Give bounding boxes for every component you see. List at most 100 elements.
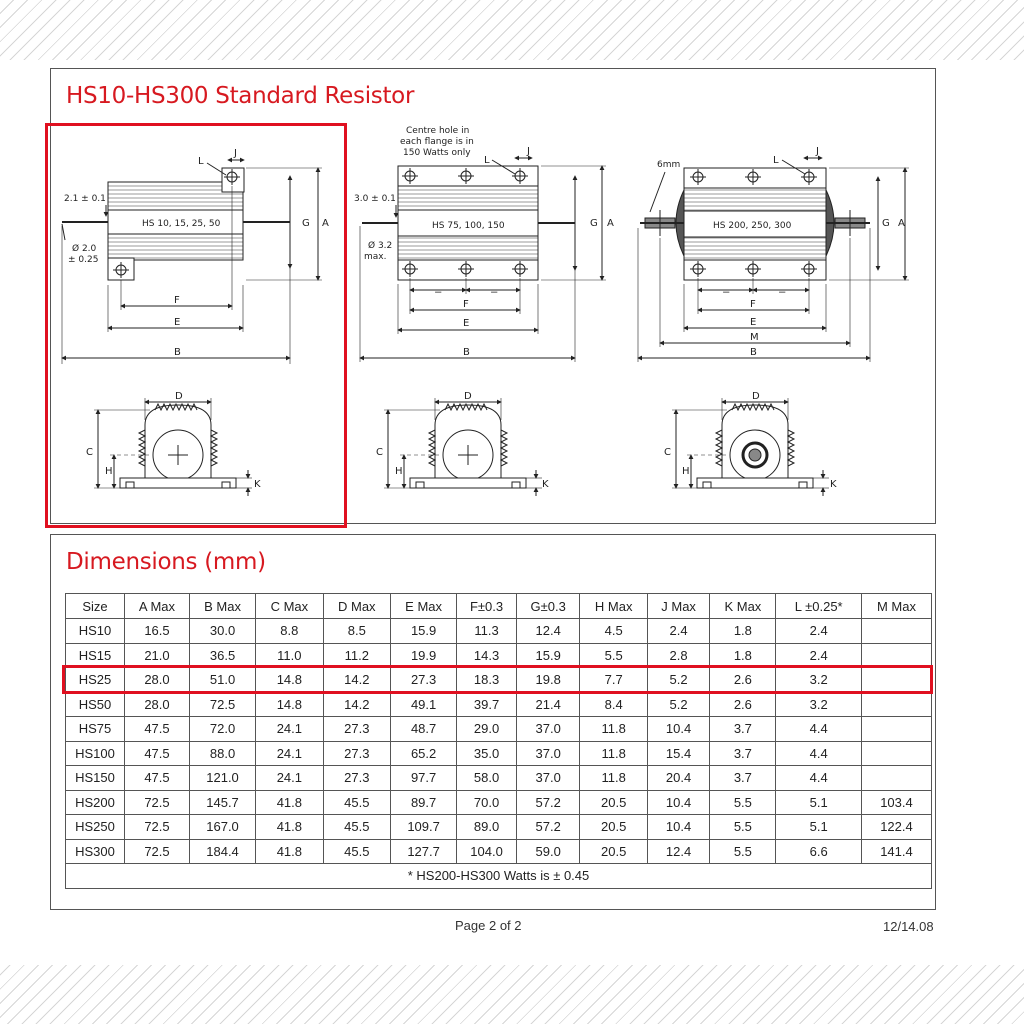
value-cell: 65.2: [389, 740, 458, 766]
size-cell: HS15: [65, 642, 125, 668]
drawing-small-resistor: [61, 157, 322, 496]
medium-tolerance-label: 3.0 ± 0.1: [354, 194, 396, 204]
page-number: Page 2 of 2: [455, 918, 522, 933]
value-cell: 72.5: [124, 789, 190, 815]
value-cell: 109.7: [389, 814, 458, 840]
value-cell: 47.5: [124, 740, 190, 766]
page-title: HS10-HS300 Standard Resistor: [66, 83, 415, 109]
size-cell: HS10: [65, 618, 125, 644]
small-model-label: HS 10, 15, 25, 50: [142, 219, 221, 229]
small-dim-e: E: [174, 317, 180, 328]
value-cell: 97.7: [389, 765, 458, 791]
value-cell: 121.0: [188, 765, 257, 791]
value-cell: 19.9: [389, 642, 458, 668]
value-cell: [860, 642, 933, 668]
header-g: G±0.3: [515, 593, 581, 619]
value-cell: 11.8: [579, 765, 648, 791]
value-cell: 104.0: [456, 838, 517, 864]
large-dim-a: A: [898, 218, 905, 229]
header-c: C Max: [255, 593, 324, 619]
value-cell: 45.5: [322, 814, 392, 840]
small-dim-k: K: [254, 479, 261, 490]
value-cell: 3.2: [775, 691, 862, 717]
value-cell: 47.5: [124, 765, 190, 791]
medium-note-line-3: 150 Watts only: [403, 148, 471, 158]
size-cell: HS200: [65, 789, 125, 815]
medium-note-line-1: Centre hole in: [406, 126, 469, 136]
medium-dim-b: B: [463, 347, 470, 358]
value-cell: 89.0: [456, 814, 517, 840]
size-cell: HS250: [65, 814, 125, 840]
value-cell: 24.1: [255, 740, 324, 766]
value-cell: 3.7: [709, 716, 777, 742]
large-dim-eq-1: =: [722, 286, 730, 297]
value-cell: 21.4: [515, 691, 581, 717]
value-cell: 1.8: [709, 618, 777, 644]
medium-hole-label-1: Ø 3.2: [368, 240, 392, 251]
value-cell: 11.3: [456, 618, 517, 644]
dimensions-title: Dimensions (mm): [66, 549, 266, 575]
value-cell: 2.6: [709, 691, 777, 717]
drawing-medium-resistor: [359, 155, 606, 496]
value-cell: 5.5: [709, 814, 777, 840]
header-size: Size: [65, 593, 125, 619]
value-cell: 2.8: [646, 642, 711, 668]
value-cell: 45.5: [322, 838, 392, 864]
value-cell: 39.7: [456, 691, 517, 717]
value-cell: 8.8: [255, 618, 324, 644]
medium-dim-h: H: [395, 466, 403, 477]
value-cell: 127.7: [389, 838, 458, 864]
value-cell: 30.0: [188, 618, 257, 644]
value-cell: 3.2: [775, 667, 862, 693]
small-dim-g: G: [302, 218, 310, 229]
value-cell: 6.6: [775, 838, 862, 864]
value-cell: 1.8: [709, 642, 777, 668]
small-tolerance-label: 2.1 ± 0.1: [64, 194, 106, 204]
value-cell: 8.4: [579, 691, 648, 717]
value-cell: 8.5: [322, 618, 392, 644]
value-cell: 37.0: [515, 716, 581, 742]
value-cell: 41.8: [255, 789, 324, 815]
large-dim-e: E: [750, 317, 756, 328]
value-cell: 27.3: [322, 765, 392, 791]
value-cell: 3.7: [709, 740, 777, 766]
dimensions-table: Size A Max B Max C Max D Max E Max F±0.3…: [65, 593, 933, 889]
value-cell: 10.4: [646, 789, 711, 815]
value-cell: 11.2: [322, 642, 392, 668]
value-cell: 72.5: [124, 814, 190, 840]
value-cell: 145.7: [188, 789, 257, 815]
large-dim-b: B: [750, 347, 757, 358]
value-cell: [860, 618, 933, 644]
value-cell: 5.5: [709, 789, 777, 815]
value-cell: 103.4: [860, 789, 933, 815]
value-cell: 72.5: [124, 838, 190, 864]
value-cell: [860, 765, 933, 791]
header-j: J Max: [646, 593, 711, 619]
header-a: A Max: [124, 593, 190, 619]
medium-model-label: HS 75, 100, 150: [432, 221, 505, 231]
value-cell: 20.5: [579, 789, 648, 815]
value-cell: 36.5: [188, 642, 257, 668]
value-cell: 5.5: [579, 642, 648, 668]
row-highlight-box: [62, 665, 933, 694]
footnote: * HS200-HS300 Watts is ± 0.45: [65, 863, 932, 889]
value-cell: 45.5: [322, 789, 392, 815]
value-cell: 5.1: [775, 814, 862, 840]
header-b: B Max: [188, 593, 257, 619]
value-cell: 184.4: [188, 838, 257, 864]
header-h: H Max: [579, 593, 648, 619]
header-l: L ±0.25*: [775, 593, 862, 619]
value-cell: 14.3: [456, 642, 517, 668]
small-dim-j: J: [233, 148, 237, 159]
large-stud-label: 6mm: [657, 160, 680, 170]
small-dim-h: H: [105, 466, 113, 477]
value-cell: 4.4: [775, 716, 862, 742]
value-cell: 10.4: [646, 716, 711, 742]
value-cell: 49.1: [389, 691, 458, 717]
value-cell: [860, 716, 933, 742]
